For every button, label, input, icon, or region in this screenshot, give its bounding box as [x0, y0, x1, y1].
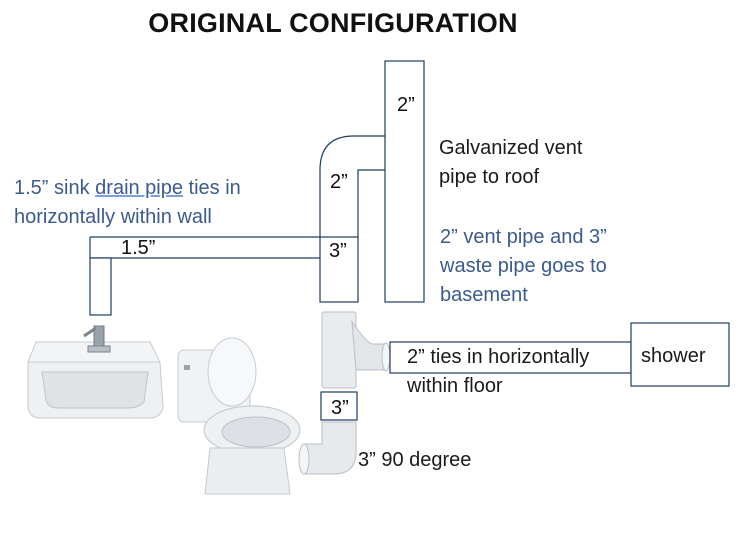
galvanized-note-line2: pipe to roof [439, 166, 540, 188]
sink-note-line2: horizontally within wall [14, 206, 212, 228]
stack-pipe [319, 236, 359, 303]
toilet-illustration [177, 337, 301, 495]
shower-branch-pipe [389, 341, 632, 374]
shower-box [630, 322, 730, 387]
sink-note-pre: 1.5” sink [14, 177, 96, 199]
vent-offset-size-label: 2” [330, 171, 348, 193]
vent-offset-curve-outer [319, 135, 385, 237]
sink-note-link: drain pipe [95, 177, 183, 199]
basement-note-line2: waste pipe goes to [440, 255, 607, 277]
sink-note-post: ties in [183, 177, 241, 199]
floor-note-line2: within floor [407, 375, 503, 397]
closet-size-label: 3” [331, 397, 349, 419]
sink-illustration [27, 325, 164, 419]
vent-top-size-label: 2” [397, 94, 415, 116]
sink-branch-pipe [89, 236, 320, 259]
sink-note-line1: 1.5” sink drain pipe ties in [14, 174, 241, 203]
sink-branch-size-label: 1.5” [121, 237, 156, 259]
galvanized-note-line1: Galvanized vent [439, 137, 583, 159]
vent-offset-inner [357, 169, 385, 237]
basement-note-line3: basement [440, 284, 528, 306]
basement-note-line1: 2” vent pipe and 3” [440, 226, 607, 248]
stack-size-label: 3” [329, 240, 347, 262]
galvanized-vent-pipe [384, 60, 425, 303]
sanitary-tee-fitting [321, 311, 391, 389]
sink-drop-pipe [89, 257, 112, 316]
closet-pipe [320, 391, 358, 421]
shower-label: shower [641, 345, 706, 367]
page-title: ORIGINAL CONFIGURATION [148, 8, 518, 38]
elbow-label: 3” 90 degree [358, 449, 472, 471]
floor-note-line1: 2” ties in horizontally [407, 346, 590, 368]
elbow-fitting [298, 421, 357, 475]
